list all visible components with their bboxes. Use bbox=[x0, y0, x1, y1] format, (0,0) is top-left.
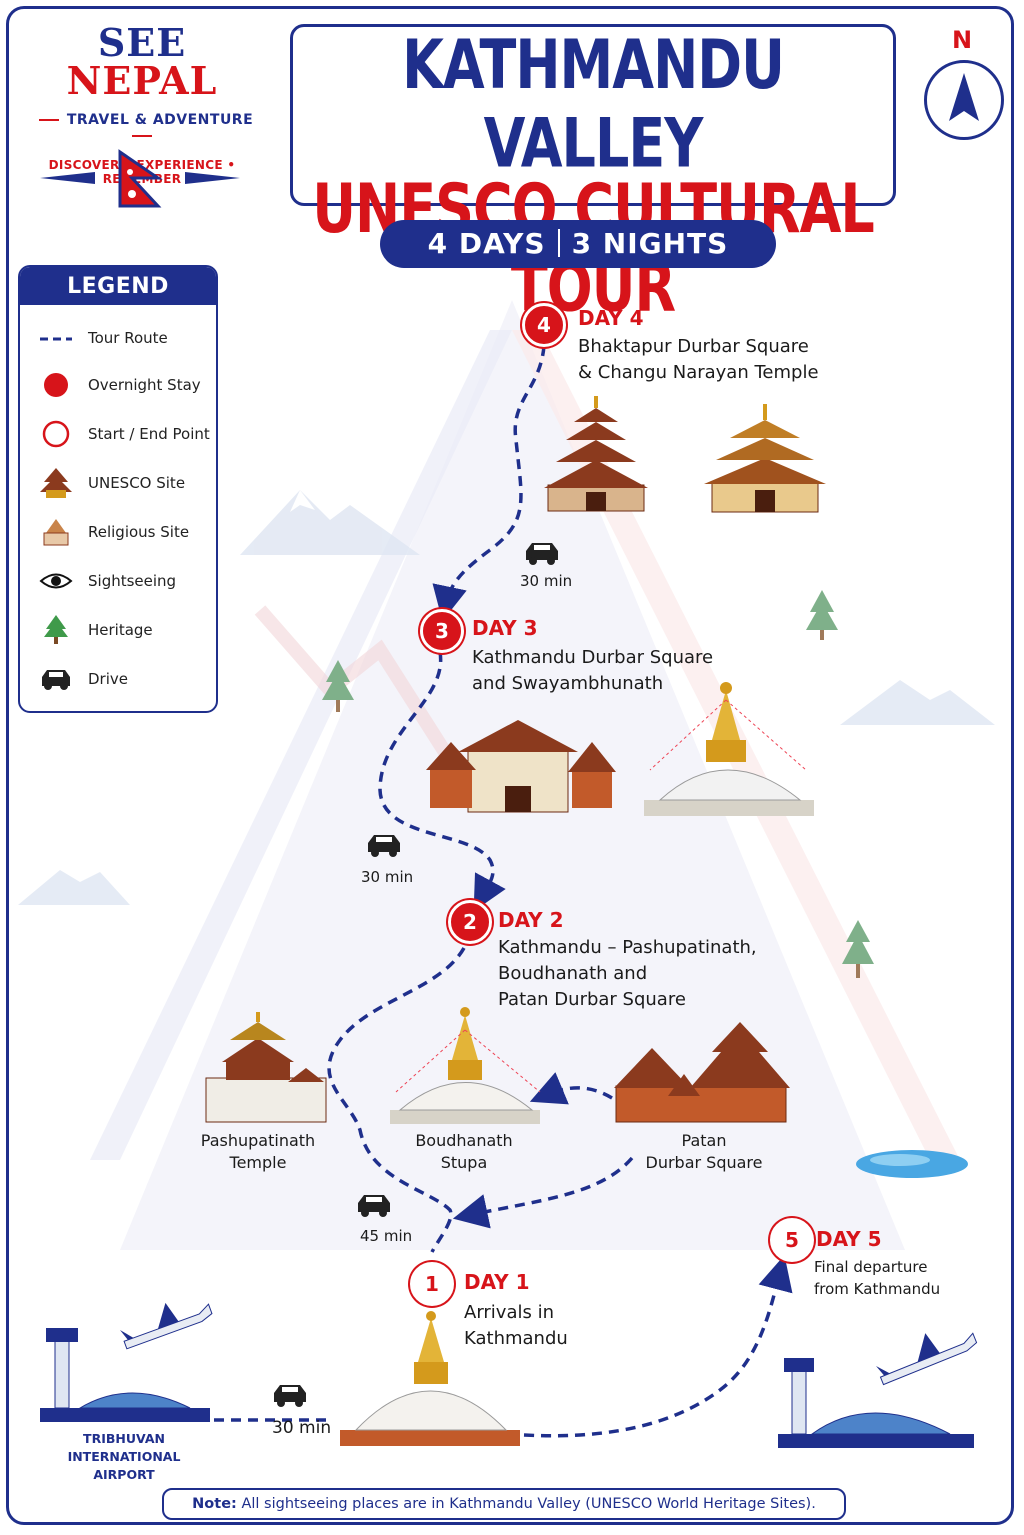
route-day3-to-day2 bbox=[378, 651, 506, 912]
pashupatinath-temple-icon bbox=[205, 1012, 327, 1123]
airport-terminal-icon bbox=[778, 1358, 974, 1448]
swayambhunath-stupa-icon bbox=[644, 682, 814, 816]
footer-note: Note: All sightseeing places are in Kath… bbox=[162, 1488, 846, 1520]
legend-item-sightseeing: Sightseeing bbox=[20, 566, 216, 596]
mountain-icon bbox=[840, 680, 995, 725]
brand-logo: SEE NEPAL bbox=[66, 20, 218, 103]
route-day1-to-day5 bbox=[523, 1255, 793, 1438]
temple-icon bbox=[40, 468, 72, 498]
red-ring-icon bbox=[42, 420, 70, 448]
mountain-icon bbox=[18, 870, 130, 905]
day-3-label: DAY 3 bbox=[472, 616, 538, 640]
route-patan-merge bbox=[452, 1156, 634, 1229]
tree-icon bbox=[842, 920, 874, 978]
tree-icon bbox=[806, 590, 838, 640]
airplane-icon bbox=[120, 1302, 213, 1350]
patan-durbar-square-icon bbox=[614, 1022, 790, 1123]
lake-icon bbox=[856, 1150, 968, 1178]
day-3-marker: 3 bbox=[420, 609, 464, 653]
airport-terminal-icon bbox=[40, 1328, 210, 1422]
day-2-marker: 2 bbox=[448, 900, 492, 944]
duration-days: 4 DAYS bbox=[427, 227, 546, 260]
red-dot-icon bbox=[44, 373, 68, 397]
car-icon bbox=[274, 1385, 306, 1407]
compass-icon bbox=[924, 60, 1004, 140]
day-4-description: Bhaktapur Durbar Square& Changu Narayan … bbox=[578, 336, 819, 383]
day-5-marker: 5 bbox=[770, 1218, 814, 1262]
legend-item-overnight-stay: Overnight Stay bbox=[20, 370, 216, 400]
legend-item-religious-site: Religious Site bbox=[20, 517, 216, 547]
mountain-icon bbox=[240, 490, 420, 555]
duration-divider bbox=[557, 229, 560, 257]
bhaktapur-pagoda-icon bbox=[544, 396, 648, 512]
shrine-icon bbox=[43, 519, 69, 546]
day-5-label: DAY 5 bbox=[816, 1227, 882, 1251]
footer-note-prefix: Note: bbox=[192, 1496, 237, 1512]
day-4-marker: 4 bbox=[522, 303, 566, 347]
duration-badge: 4 DAYS 3 NIGHTS bbox=[380, 220, 776, 268]
brand-block: SEE NEPAL TRAVEL & ADVENTURE DISCOVER • … bbox=[22, 20, 262, 187]
duration-nights: 3 NIGHTS bbox=[571, 227, 729, 260]
drive-time-airport-day1: 30 min bbox=[272, 1418, 332, 1438]
car-icon bbox=[42, 670, 70, 690]
car-icon bbox=[526, 543, 558, 565]
eye-icon bbox=[39, 573, 73, 589]
legend-title: LEGEND bbox=[20, 267, 216, 305]
dashed-line-icon bbox=[40, 337, 72, 341]
legend-item-unesco-site: UNESCO Site bbox=[20, 468, 216, 498]
route-day2-to-day1 bbox=[327, 947, 466, 1253]
day-2-label: DAY 2 bbox=[498, 908, 564, 932]
day-1-marker: 1 bbox=[410, 1262, 454, 1306]
day-2-description: Kathmandu – Pashupatinath,Boudhanath and… bbox=[498, 937, 757, 1010]
day-1-label: DAY 1 bbox=[464, 1270, 530, 1294]
tree-icon bbox=[322, 660, 354, 712]
page-frame bbox=[6, 6, 1014, 1525]
route-day4-to-day3 bbox=[432, 345, 546, 622]
drive-time-day3-day2: 30 min bbox=[361, 868, 414, 886]
brand-subtitle: TRAVEL & ADVENTURE bbox=[22, 112, 262, 144]
day-4-label: DAY 4 bbox=[578, 306, 644, 330]
drive-time-day2-day1: 45 min bbox=[360, 1227, 413, 1245]
compass-north-label: N bbox=[952, 26, 973, 54]
route-patan-to-boudhanath bbox=[529, 1072, 613, 1105]
car-icon bbox=[358, 1195, 390, 1217]
legend-item-tour-route: Tour Route bbox=[20, 323, 216, 353]
legend-item-drive: Drive bbox=[20, 664, 216, 694]
kathmandu-durbar-square-icon bbox=[426, 720, 616, 813]
airplane-icon bbox=[876, 1332, 978, 1386]
drive-time-day4-day3: 30 min bbox=[520, 572, 573, 590]
legend-item-start-end: Start / End Point bbox=[20, 419, 216, 449]
car-icon bbox=[368, 835, 400, 857]
nepal-flag-icon bbox=[40, 149, 240, 208]
kathmandu-arrival-stupa-icon bbox=[340, 1311, 520, 1446]
legend-panel: LEGEND Tour Route Overnight Stay Start /… bbox=[18, 265, 218, 713]
changu-narayan-temple-icon bbox=[704, 404, 826, 513]
legend-item-heritage: Heritage bbox=[20, 615, 216, 645]
page-title: KATHMANDU VALLEY bbox=[402, 25, 785, 183]
footer-note-text: All sightseeing places are in Kathmandu … bbox=[241, 1496, 816, 1512]
tree-icon bbox=[44, 615, 68, 644]
boudhanath-stupa-icon bbox=[390, 1007, 541, 1124]
